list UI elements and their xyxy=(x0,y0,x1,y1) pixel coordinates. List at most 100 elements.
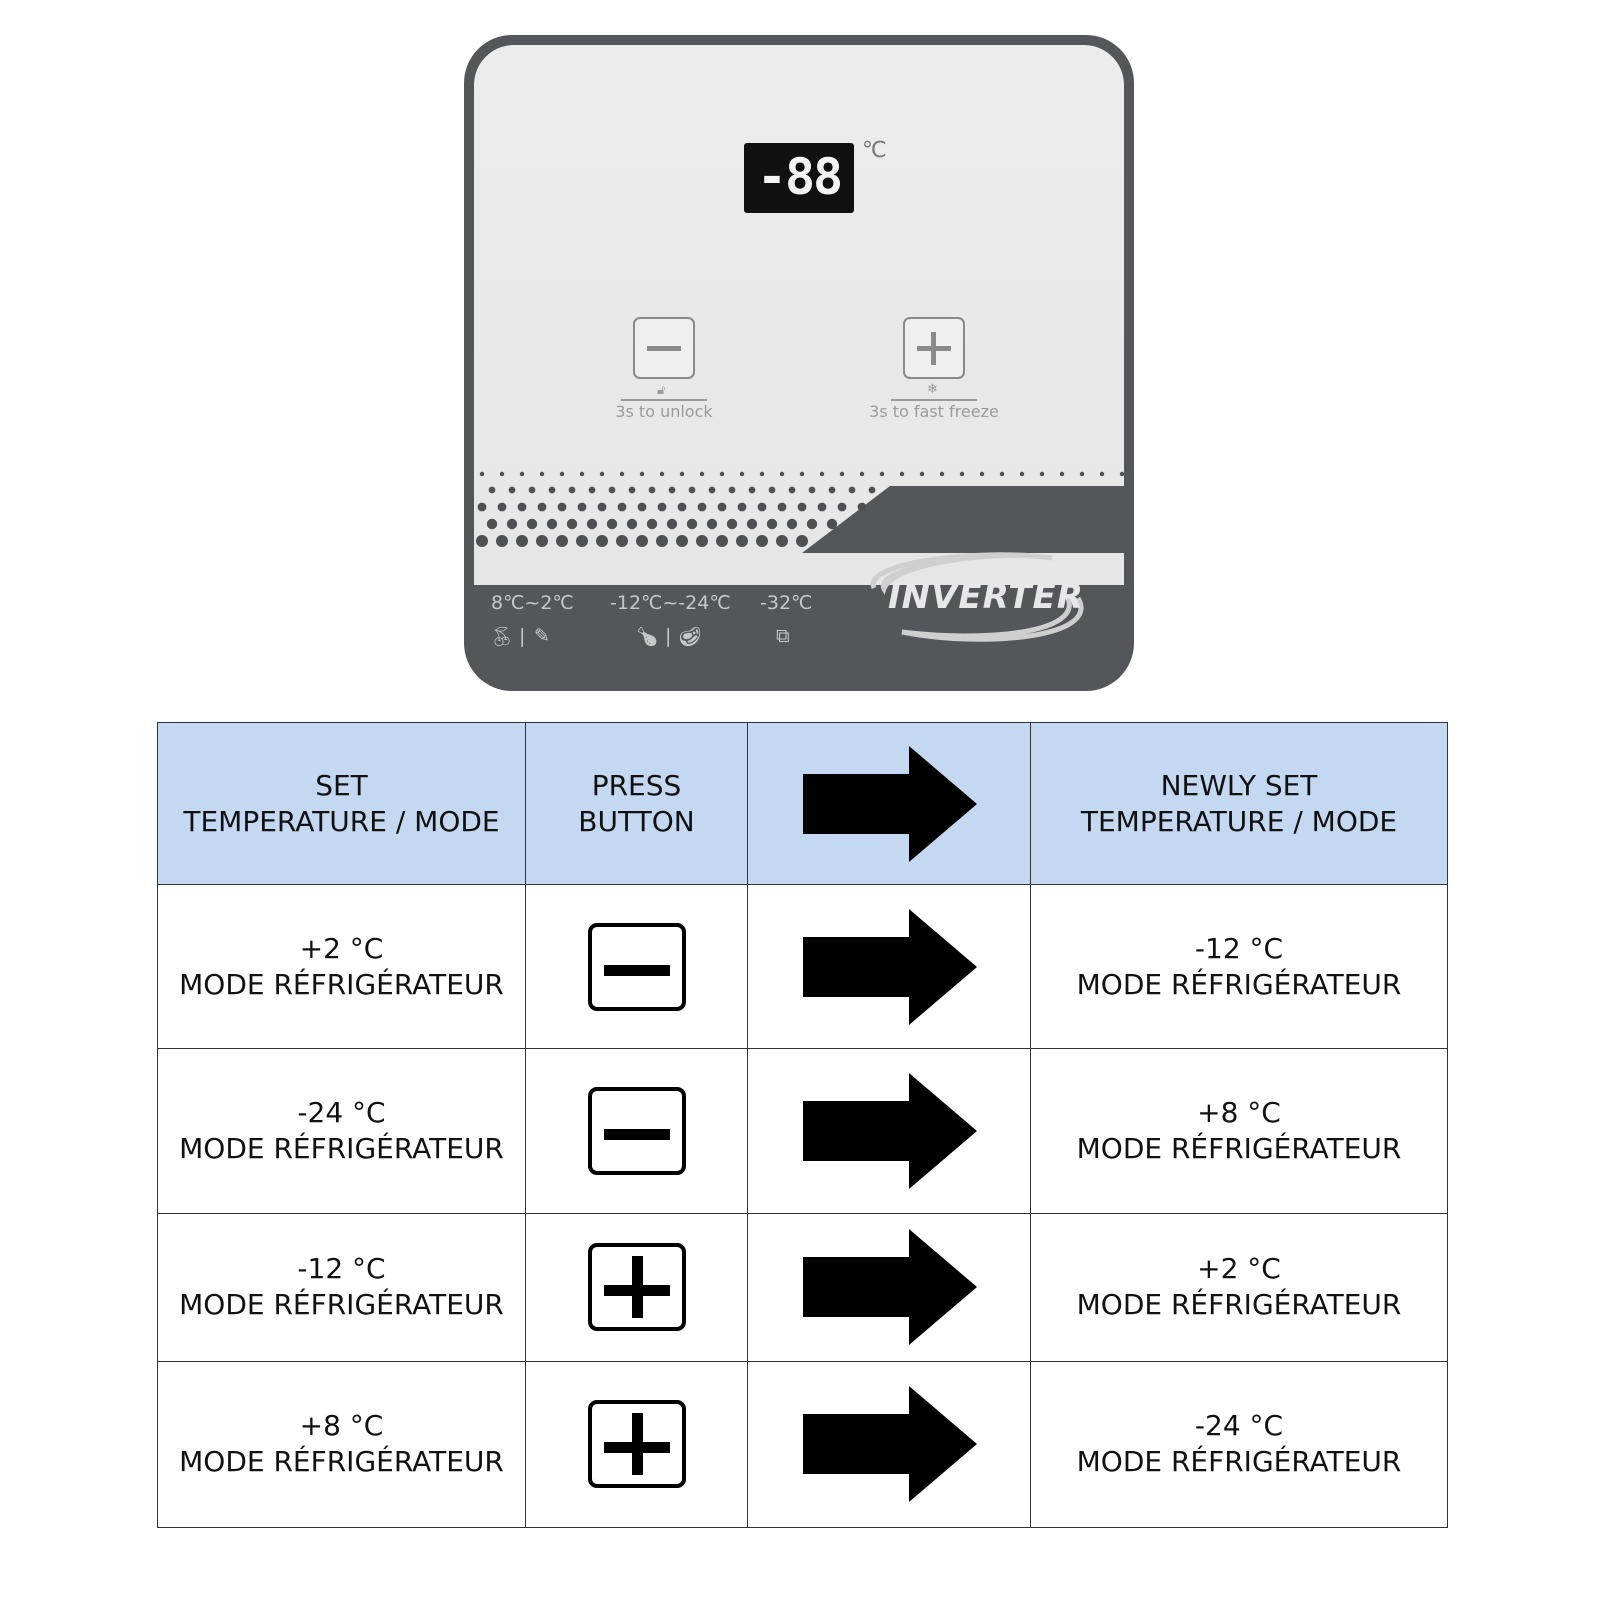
plus-caption: 3s to fast freeze xyxy=(869,402,999,421)
table-row: -12 °C MODE RÉFRIGÉRATEUR +2 °C MODE RÉF… xyxy=(157,1212,1448,1362)
minus-button[interactable] xyxy=(633,317,695,379)
dot xyxy=(548,486,556,494)
dot xyxy=(596,535,608,547)
to-cell: +8 °C MODE RÉFRIGÉRATEUR xyxy=(1030,1048,1448,1214)
unit-label: ℃ xyxy=(862,138,887,163)
dot xyxy=(728,486,736,494)
mode-table: SET TEMPERATURE / MODE PRESS BUTTON NEWL… xyxy=(157,721,1448,1529)
dot xyxy=(639,471,645,477)
range-label-deep-freeze: -32℃ xyxy=(760,592,813,614)
dot xyxy=(688,486,696,494)
minus-button-icon xyxy=(587,1086,686,1175)
dot xyxy=(679,471,685,477)
dot xyxy=(779,471,785,477)
dot xyxy=(576,535,588,547)
dot xyxy=(939,471,945,477)
dot xyxy=(599,471,605,477)
dot xyxy=(808,486,816,494)
dot xyxy=(739,471,745,477)
dot xyxy=(646,518,658,530)
dot xyxy=(806,518,818,530)
header-new-temp: NEWLY SET TEMPERATURE / MODE xyxy=(1030,721,1448,886)
dot xyxy=(486,518,498,530)
minus-icon xyxy=(647,346,681,351)
dot xyxy=(759,471,765,477)
dot xyxy=(557,502,567,512)
header-set-temp: SET TEMPERATURE / MODE xyxy=(157,721,526,886)
dot xyxy=(648,486,656,494)
dot xyxy=(597,502,607,512)
dot xyxy=(746,518,758,530)
dot xyxy=(479,471,485,477)
plus-button[interactable] xyxy=(903,317,965,379)
dot xyxy=(508,486,516,494)
display-value: -88 xyxy=(756,148,843,206)
dot xyxy=(528,486,536,494)
from-cell: +8 °C MODE RÉFRIGÉRATEUR xyxy=(157,1360,526,1529)
dot xyxy=(857,502,867,512)
dot xyxy=(637,502,647,512)
dot xyxy=(697,502,707,512)
temperature-display: -88 xyxy=(744,143,854,213)
to-cell: -24 °C MODE RÉFRIGÉRATEUR xyxy=(1030,1360,1448,1529)
from-cell: -24 °C MODE RÉFRIGÉRATEUR xyxy=(157,1048,526,1214)
dot xyxy=(797,502,807,512)
dot xyxy=(768,486,776,494)
dot xyxy=(819,471,825,477)
button-cell xyxy=(525,884,748,1050)
range-label-fridge: 8℃~2℃ xyxy=(491,592,574,614)
dot xyxy=(796,535,808,547)
dot xyxy=(666,518,678,530)
dot xyxy=(488,486,496,494)
from-cell: -12 °C MODE RÉFRIGÉRATEUR xyxy=(157,1212,526,1362)
dot xyxy=(776,535,788,547)
brand-swoosh xyxy=(870,552,1084,642)
dot xyxy=(539,471,545,477)
dot xyxy=(579,471,585,477)
table-header-row: SET TEMPERATURE / MODE PRESS BUTTON NEWL… xyxy=(157,721,1448,886)
table-row: +8 °C MODE RÉFRIGÉRATEUR -24 °C MODE RÉF… xyxy=(157,1360,1448,1529)
dot xyxy=(799,471,805,477)
dot xyxy=(919,471,925,477)
dot xyxy=(737,502,747,512)
dot xyxy=(506,518,518,530)
arrow-cell xyxy=(747,1212,1031,1362)
arrow-right-icon xyxy=(803,1229,977,1346)
dot xyxy=(708,486,716,494)
dot xyxy=(546,518,558,530)
dot xyxy=(536,535,548,547)
dot xyxy=(1119,471,1125,477)
minus-button-icon xyxy=(587,922,686,1011)
dot xyxy=(1079,471,1085,477)
meat-icon: 🥩︎ xyxy=(678,626,703,648)
dot xyxy=(848,486,856,494)
minus-caption: 3s to unlock xyxy=(615,402,713,421)
dot xyxy=(959,471,965,477)
dot xyxy=(699,471,705,477)
plus-underline xyxy=(891,399,977,401)
dot xyxy=(736,535,748,547)
to-cell: -12 °C MODE RÉFRIGÉRATEUR xyxy=(1030,884,1448,1050)
dot xyxy=(588,486,596,494)
drumstick-icon: 🍗︎ xyxy=(635,626,660,648)
dot xyxy=(879,471,885,477)
fast-freeze-icon: ❄ xyxy=(927,382,938,397)
dot xyxy=(979,471,985,477)
dot xyxy=(1059,471,1065,477)
dot xyxy=(566,518,578,530)
dot xyxy=(656,535,668,547)
arrow-right-icon xyxy=(803,908,977,1025)
fruit-icon: 🍒︎ xyxy=(490,626,515,648)
plus-icon xyxy=(931,332,936,365)
arrow-right-icon xyxy=(803,745,977,862)
to-cell: +2 °C MODE RÉFRIGÉRATEUR xyxy=(1030,1212,1448,1362)
dot xyxy=(1099,471,1105,477)
dot xyxy=(899,471,905,477)
dot xyxy=(657,502,667,512)
header-press-button: PRESS BUTTON xyxy=(525,721,748,886)
dot xyxy=(677,502,687,512)
arrow-cell xyxy=(747,1048,1031,1214)
table-row: +2 °C MODE RÉFRIGÉRATEUR -12 °C MODE RÉF… xyxy=(157,884,1448,1050)
minus-underline xyxy=(621,399,707,401)
drink-icon: ✎ xyxy=(534,625,550,647)
